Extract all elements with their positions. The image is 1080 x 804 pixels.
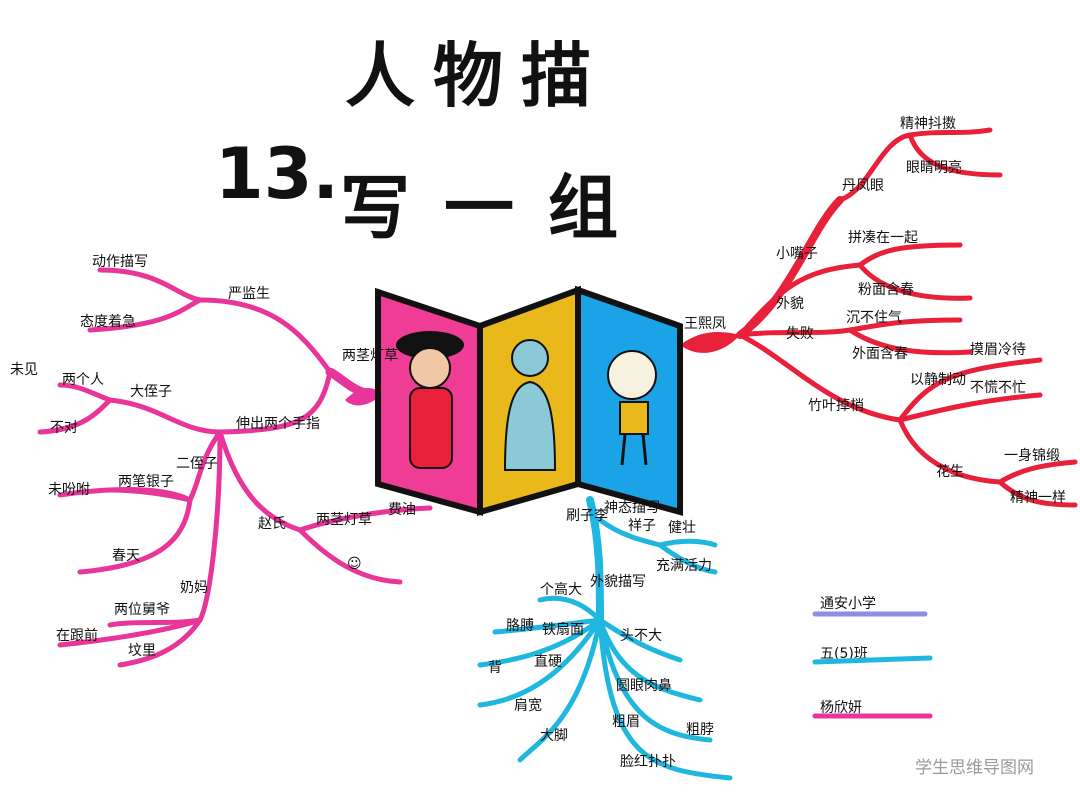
left-node-2c1: 两位舅爷 <box>114 602 170 618</box>
left-branch-labels: 两茎灯草 严监生 动作描写 态度着急 伸出两个手指 大侄子 两个人 未见 不对 … <box>10 254 416 659</box>
bottom-branch-lines <box>477 496 733 781</box>
left-node-2b3: 春天 <box>112 548 140 564</box>
left-node-2b1: 两笔银子 <box>118 474 174 490</box>
right-node-1a: 丹凤眼 <box>842 178 884 194</box>
bottom-node-2i: 大脚 <box>540 728 568 744</box>
right-node-3a: 沉不住气 <box>846 310 902 326</box>
right-node-5b: 精神一样 <box>1010 490 1066 506</box>
bottom-node-2d: 背 <box>488 660 502 676</box>
right-branch-labels: 王熙凤 小嘴子 丹凤眼 精神抖擞 眼睛明亮 外貌 拼凑在一起 粉面含春 失败 沉… <box>684 116 1066 506</box>
right-node-5: 花生 <box>936 464 964 480</box>
left-node-2a2: 未见 <box>10 362 38 378</box>
right-node-4: 竹叶掉梢 <box>808 398 864 414</box>
left-branch-lines <box>37 267 433 668</box>
left-node-2b: 二侄子 <box>176 456 218 472</box>
right-node-1: 小嘴子 <box>776 246 818 262</box>
bottom-node-2a: 个高大 <box>540 581 582 598</box>
left-node-1a: 动作描写 <box>92 254 148 270</box>
left-node-1: 严监生 <box>228 286 270 302</box>
left-node-2c: 奶妈 <box>180 580 208 596</box>
figure-child-icon <box>607 350 657 466</box>
bottom-node-1c: 充满活力 <box>656 558 712 574</box>
left-node-2c3: 坟里 <box>128 643 156 659</box>
left-node-3c: ☺ <box>347 556 362 572</box>
bottom-node-2j: 粗眉 <box>612 714 640 730</box>
right-node-4c: 不慌不忙 <box>970 380 1026 396</box>
right-node-2a: 拼凑在一起 <box>848 229 918 246</box>
title-line1: 人物描 <box>345 35 609 117</box>
title-line2: 写一组 <box>340 167 652 249</box>
left-node-2a3: 不对 <box>50 420 78 436</box>
legend-name: 杨欣妍 <box>820 700 862 716</box>
bottom-branch-labels: 刷子李 神态描写 祥子 健壮 充满活力 外貌描写 个高大 胳膊 铁扇面 背 直硬… <box>488 500 714 770</box>
right-node-4a: 以静制动 <box>910 372 966 388</box>
right-root-label: 王熙凤 <box>684 316 726 332</box>
bottom-node-2l: 脸红扑扑 <box>620 754 676 770</box>
title-number: 13. <box>215 133 339 215</box>
bottom-node-2: 外貌描写 <box>590 574 646 590</box>
right-branch-lines <box>736 127 1078 508</box>
watermark: 学生思维导图网 <box>915 758 1034 778</box>
left-node-3: 赵氏 <box>258 516 286 532</box>
right-node-1b: 精神抖擞 <box>900 116 956 132</box>
left-node-2b2: 未吩咐 <box>48 482 90 498</box>
bottom-node-1: 神态描写 <box>604 500 660 516</box>
right-node-2: 外貌 <box>776 296 804 312</box>
bottom-node-2e: 直硬 <box>534 653 562 670</box>
figure-official-icon <box>396 331 464 469</box>
bottom-node-2f: 头不大 <box>620 628 662 644</box>
bottom-node-2h: 圆眼肉鼻 <box>616 677 672 694</box>
right-node-3: 失败 <box>786 326 814 342</box>
bottom-node-1a: 祥子 <box>628 518 656 534</box>
left-node-2a: 大侄子 <box>130 384 172 400</box>
legend-line-cyan <box>812 655 933 665</box>
right-node-1c: 眼睛明亮 <box>906 159 962 176</box>
bottom-root-label: 刷子李 <box>566 508 608 524</box>
bottom-node-2b: 胳膊 <box>506 617 534 634</box>
left-node-2c2: 在跟前 <box>56 627 98 644</box>
left-node-2a1: 两个人 <box>62 372 104 388</box>
figure-worker-icon <box>503 339 557 471</box>
center-illustration <box>375 285 683 516</box>
right-node-4b: 摸眉冷待 <box>970 342 1026 358</box>
right-node-3b: 外面含春 <box>852 346 908 362</box>
right-node-5a: 一身锦缎 <box>1004 447 1060 464</box>
bottom-node-2c: 铁扇面 <box>542 622 584 638</box>
right-node-2b: 粉面含春 <box>858 282 914 298</box>
bottom-node-2k: 粗脖 <box>686 722 714 738</box>
left-node-2: 伸出两个手指 <box>236 416 320 432</box>
left-node-3b: 费油 <box>388 502 416 518</box>
legend: 通安小学 五(5)班 杨欣妍 <box>812 596 933 719</box>
bottom-node-2g: 肩宽 <box>514 697 542 714</box>
title-group: 人物描 13. 写一组 <box>215 35 652 249</box>
left-node-1b: 态度着急 <box>80 314 136 330</box>
left-root-label: 两茎灯草 <box>342 348 398 364</box>
bottom-node-1b: 健壮 <box>668 520 696 536</box>
left-leaf-shape <box>345 388 382 406</box>
legend-class: 五(5)班 <box>820 646 868 662</box>
left-node-3a: 两茎灯草 <box>316 512 372 528</box>
right-leaf-shape <box>680 332 740 353</box>
legend-school: 通安小学 <box>820 596 876 612</box>
